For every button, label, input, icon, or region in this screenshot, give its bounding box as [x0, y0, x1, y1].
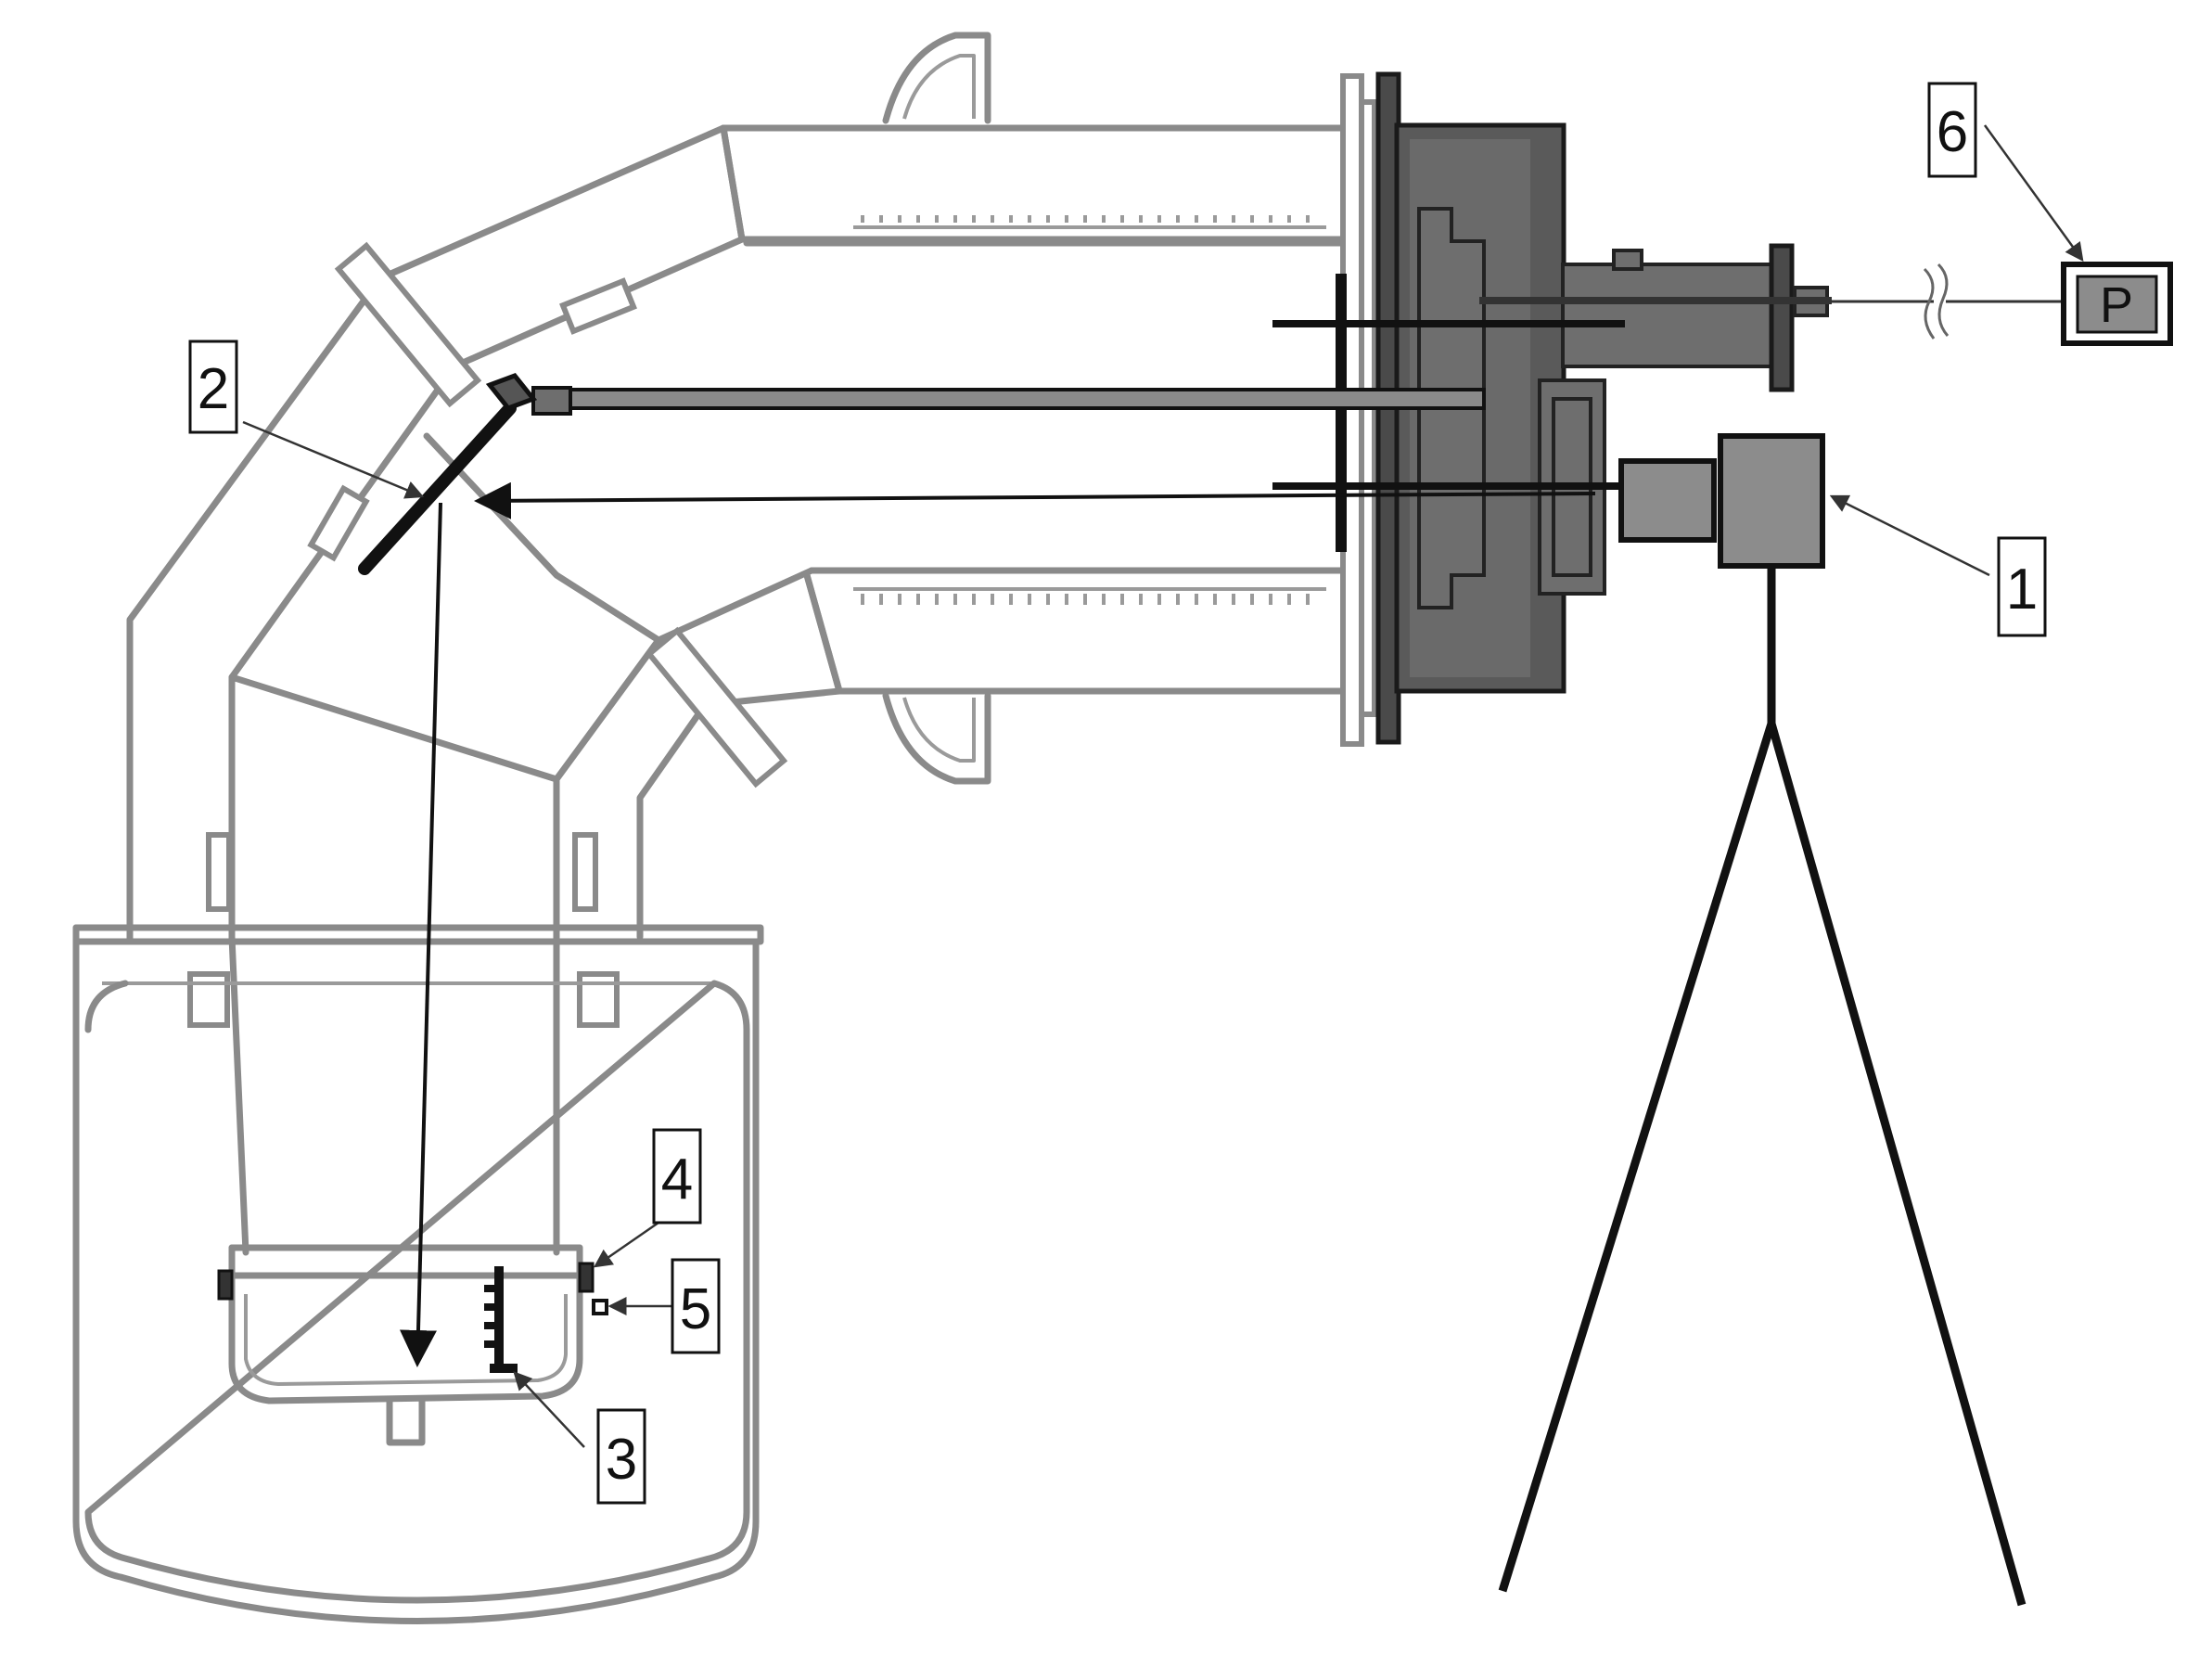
sensor-upper-icon — [217, 1262, 595, 1301]
scale-icon — [484, 1266, 518, 1373]
mirror-icon — [358, 373, 538, 575]
label-4: 4 — [652, 1128, 702, 1225]
label-4-text: 4 — [661, 1148, 693, 1212]
arrow-icon — [399, 481, 1596, 1367]
label-2-text: 2 — [198, 357, 229, 421]
push-rod — [531, 386, 1486, 416]
label-3-text: 3 — [606, 1428, 637, 1492]
label-6-text: 6 — [1937, 100, 1968, 164]
pressure-gauge-icon: P — [2061, 262, 2173, 346]
label-2: 2 — [188, 340, 238, 434]
label-1-text: 1 — [2006, 558, 2038, 622]
label-1: 1 — [1997, 536, 2047, 637]
label-3: 3 — [596, 1408, 646, 1505]
tripod-icon — [1498, 568, 2027, 1607]
camera-icon — [1618, 433, 1825, 569]
leader-lines — [242, 124, 2084, 1448]
sensor-lower-icon — [592, 1299, 608, 1315]
label-5-text: 5 — [680, 1277, 711, 1341]
label-6: 6 — [1927, 82, 1977, 178]
pressure-gauge-text: P — [2100, 277, 2133, 333]
pressure-line — [1827, 263, 2064, 340]
label-5: 5 — [671, 1258, 721, 1354]
vessel-outline — [72, 32, 1377, 1624]
